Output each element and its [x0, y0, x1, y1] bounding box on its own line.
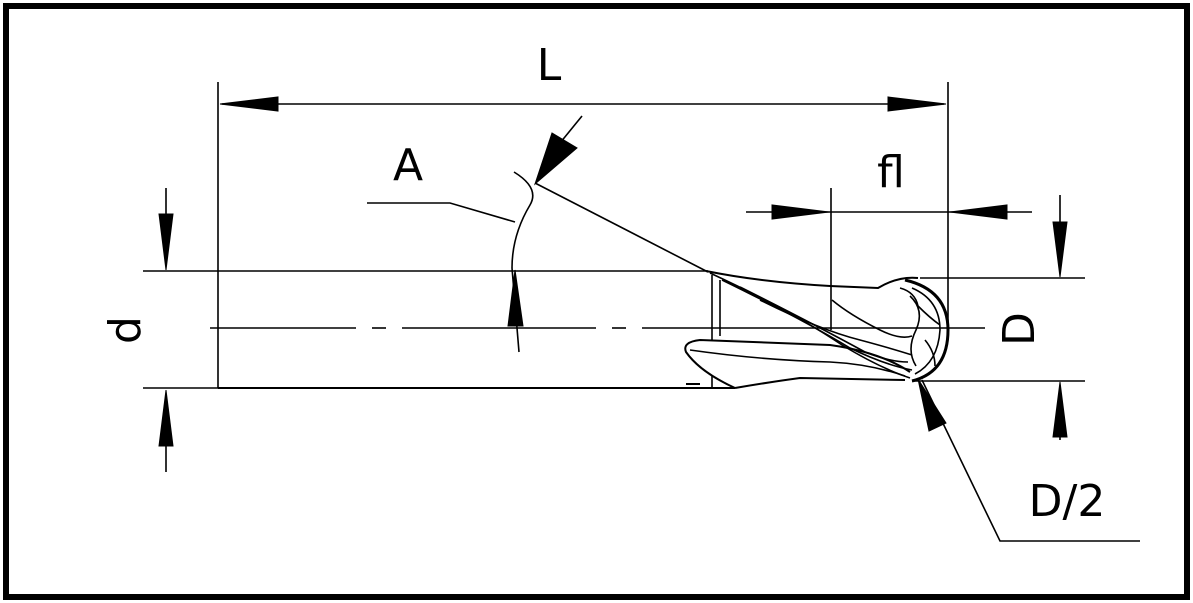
- arrow-d-top: [158, 213, 174, 271]
- label-fl: fl: [877, 147, 905, 198]
- flute-lip-inner: [689, 349, 906, 377]
- label-D: D: [994, 312, 1045, 346]
- leader-A: [367, 202, 516, 223]
- arrow-A-bottom: [507, 269, 524, 327]
- ball-nose-gash-2: [924, 339, 936, 367]
- leader-D2: [921, 379, 1140, 542]
- label-d: d: [100, 316, 151, 344]
- arrow-A-top-tail: [559, 115, 583, 144]
- arrow-fl-right: [949, 204, 1008, 220]
- ball-radius-dimension: D/2: [917, 378, 1140, 542]
- flute-lower-contour: [734, 376, 906, 389]
- overall-length-dimension: L: [217, 40, 949, 388]
- label-D2: D/2: [1029, 476, 1106, 527]
- flute-length-dimension: fl: [746, 147, 1032, 330]
- drawing-frame: [3, 3, 1190, 600]
- arrow-A-top: [533, 132, 578, 186]
- arrow-D-bottom: [1052, 381, 1068, 438]
- cutting-diameter-dimension: D: [912, 195, 1085, 440]
- arrow-fl-left: [771, 204, 830, 220]
- angle-arc: [511, 171, 534, 353]
- ball-nose-inner-1: [911, 287, 941, 375]
- arrow-L-right: [887, 96, 947, 112]
- arrow-L-left: [219, 96, 279, 112]
- ball-nose-gash: [899, 287, 941, 326]
- end-mill-tool: [218, 270, 950, 389]
- ball-nose-contour: [904, 278, 950, 383]
- helix-line-2: [721, 279, 913, 371]
- ball-nose-inner-2: [909, 295, 921, 367]
- label-A: A: [393, 140, 423, 191]
- arrow-d-bottom: [158, 389, 174, 447]
- helix-line-4: [759, 299, 913, 356]
- helix-line-5: [831, 299, 913, 338]
- arrow-D2: [917, 378, 947, 432]
- helix-reference-line: [534, 182, 709, 273]
- label-L: L: [537, 40, 562, 91]
- flute-upper-contour: [705, 270, 919, 290]
- arrow-D-top: [1052, 221, 1068, 278]
- shank-diameter-dimension: d: [100, 188, 708, 472]
- helix-line-3: [739, 286, 909, 363]
- helix-angle-dimension: A: [367, 115, 709, 353]
